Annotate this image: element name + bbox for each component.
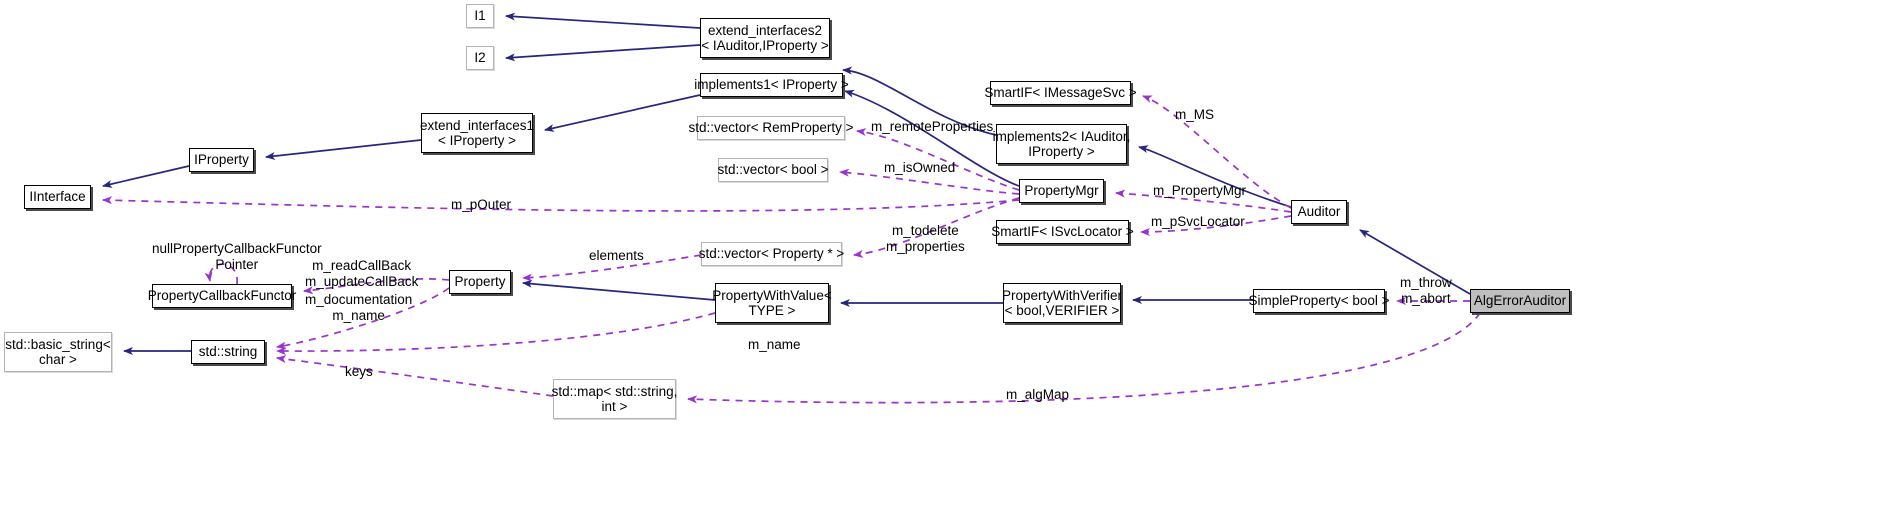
edge-label-m-algmap: m_algMap — [1006, 387, 1070, 402]
node-implements2-iauditor[interactable]: implements2< IAuditor, IProperty > — [993, 124, 1130, 164]
node-smartif-imessagesvc[interactable]: SmartIF< IMessageSvc > — [984, 81, 1137, 105]
edge-label-keys: keys — [345, 364, 373, 379]
edge-label-m-documentation: m_documentation m_name — [305, 292, 413, 323]
node-iproperty[interactable]: IProperty — [189, 148, 254, 172]
edge-label-nullpropertycallbackfunctorpointer: nullPropertyCallbackFunctor Pointer — [152, 241, 322, 272]
node-i2[interactable]: I2 — [466, 46, 494, 70]
node-stdbasicstring-char[interactable]: std::basic_string< char > — [4, 332, 112, 372]
node-stdmap-string-int[interactable]: std::map< std::string, int > — [552, 379, 677, 419]
node-extend-interfaces1[interactable]: extend_interfaces1 < IProperty > — [420, 113, 534, 153]
node-i1[interactable]: I1 — [466, 4, 494, 28]
node-stdvector-remproperty[interactable]: std::vector< RemProperty > — [688, 116, 854, 140]
node-propertywithvalue[interactable]: PropertyWithValue< TYPE > — [712, 283, 832, 323]
node-propertycallbackfunctor[interactable]: PropertyCallbackFunctor — [148, 284, 296, 308]
node-simpleproperty-bool[interactable]: SimpleProperty< bool > — [1248, 289, 1390, 313]
edge-label-m-readcallback: m_readCallBack m_updateCallBack — [305, 258, 419, 289]
node-stdstring[interactable]: std::string — [191, 340, 265, 364]
node-propertymgr[interactable]: PropertyMgr — [1019, 179, 1104, 203]
edge-label-m-isowned: m_isOwned — [884, 160, 956, 175]
node-stdvector-property-ptr[interactable]: std::vector< Property * > — [699, 242, 844, 266]
edge-label-m-todelete: m_todelete m_properties — [886, 223, 965, 254]
edge-label-m-throw: m_throw m_abort — [1400, 275, 1452, 306]
edge-label-m-propertymgr: m_PropertyMgr — [1153, 183, 1247, 198]
edge-label-m-ms: m_MS — [1175, 107, 1215, 122]
usage-edges — [102, 95, 1481, 404]
edge-label-m-name: m_name — [748, 337, 801, 352]
node-smartif-isvclocator[interactable]: SmartIF< ISvcLocator > — [991, 220, 1134, 244]
node-auditor[interactable]: Auditor — [1291, 200, 1347, 224]
node-algerrorauditor[interactable]: AlgErrorAuditor — [1470, 289, 1570, 313]
node-propertywithverifier[interactable]: PropertyWithVerifier < bool,VERIFIER > — [1002, 283, 1122, 323]
node-iinterface[interactable]: IInterface — [24, 185, 91, 209]
node-stdvector-bool[interactable]: std::vector< bool > — [717, 158, 829, 182]
node-property[interactable]: Property — [449, 270, 511, 294]
edge-label-m-pouter: m_pOuter — [451, 197, 512, 212]
edge-label-elements: elements — [589, 248, 644, 263]
inheritance-edges — [102, 12, 1471, 355]
node-extend-interfaces2[interactable]: extend_interfaces2 < IAuditor,IProperty … — [700, 18, 830, 58]
node-implements1-iproperty[interactable]: implements1< IProperty > — [694, 73, 849, 97]
edge-label-m-remoteproperties: m_remoteProperties — [871, 119, 994, 134]
edge-label-m-psvclocator: m_pSvcLocator — [1151, 214, 1245, 229]
